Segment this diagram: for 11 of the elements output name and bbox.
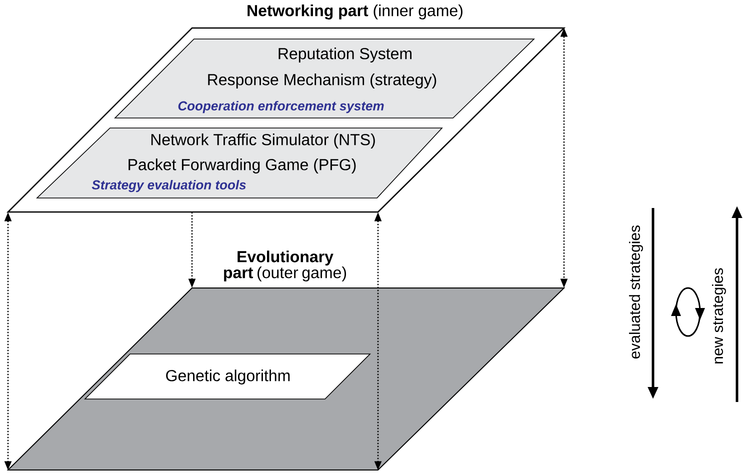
component-label: Packet Forwarding Game (PFG): [128, 158, 356, 174]
plane-heading: Networking part (inner game): [246, 4, 464, 20]
component-label: Network Traffic Simulator (NTS): [151, 134, 375, 148]
component-label: Response Mechanism (strategy): [208, 74, 436, 88]
group-label: Strategy evaluation tools: [92, 180, 246, 192]
component-label: Genetic algorithm: [166, 370, 290, 384]
direction-label: new strategies: [712, 268, 726, 364]
direction-label: evaluated strategies: [629, 225, 643, 358]
plane-heading: Evolutionary part (outer game): [224, 250, 346, 282]
group-label: Cooperation enforcement system: [178, 100, 384, 114]
component-label: Reputation System: [278, 48, 412, 62]
